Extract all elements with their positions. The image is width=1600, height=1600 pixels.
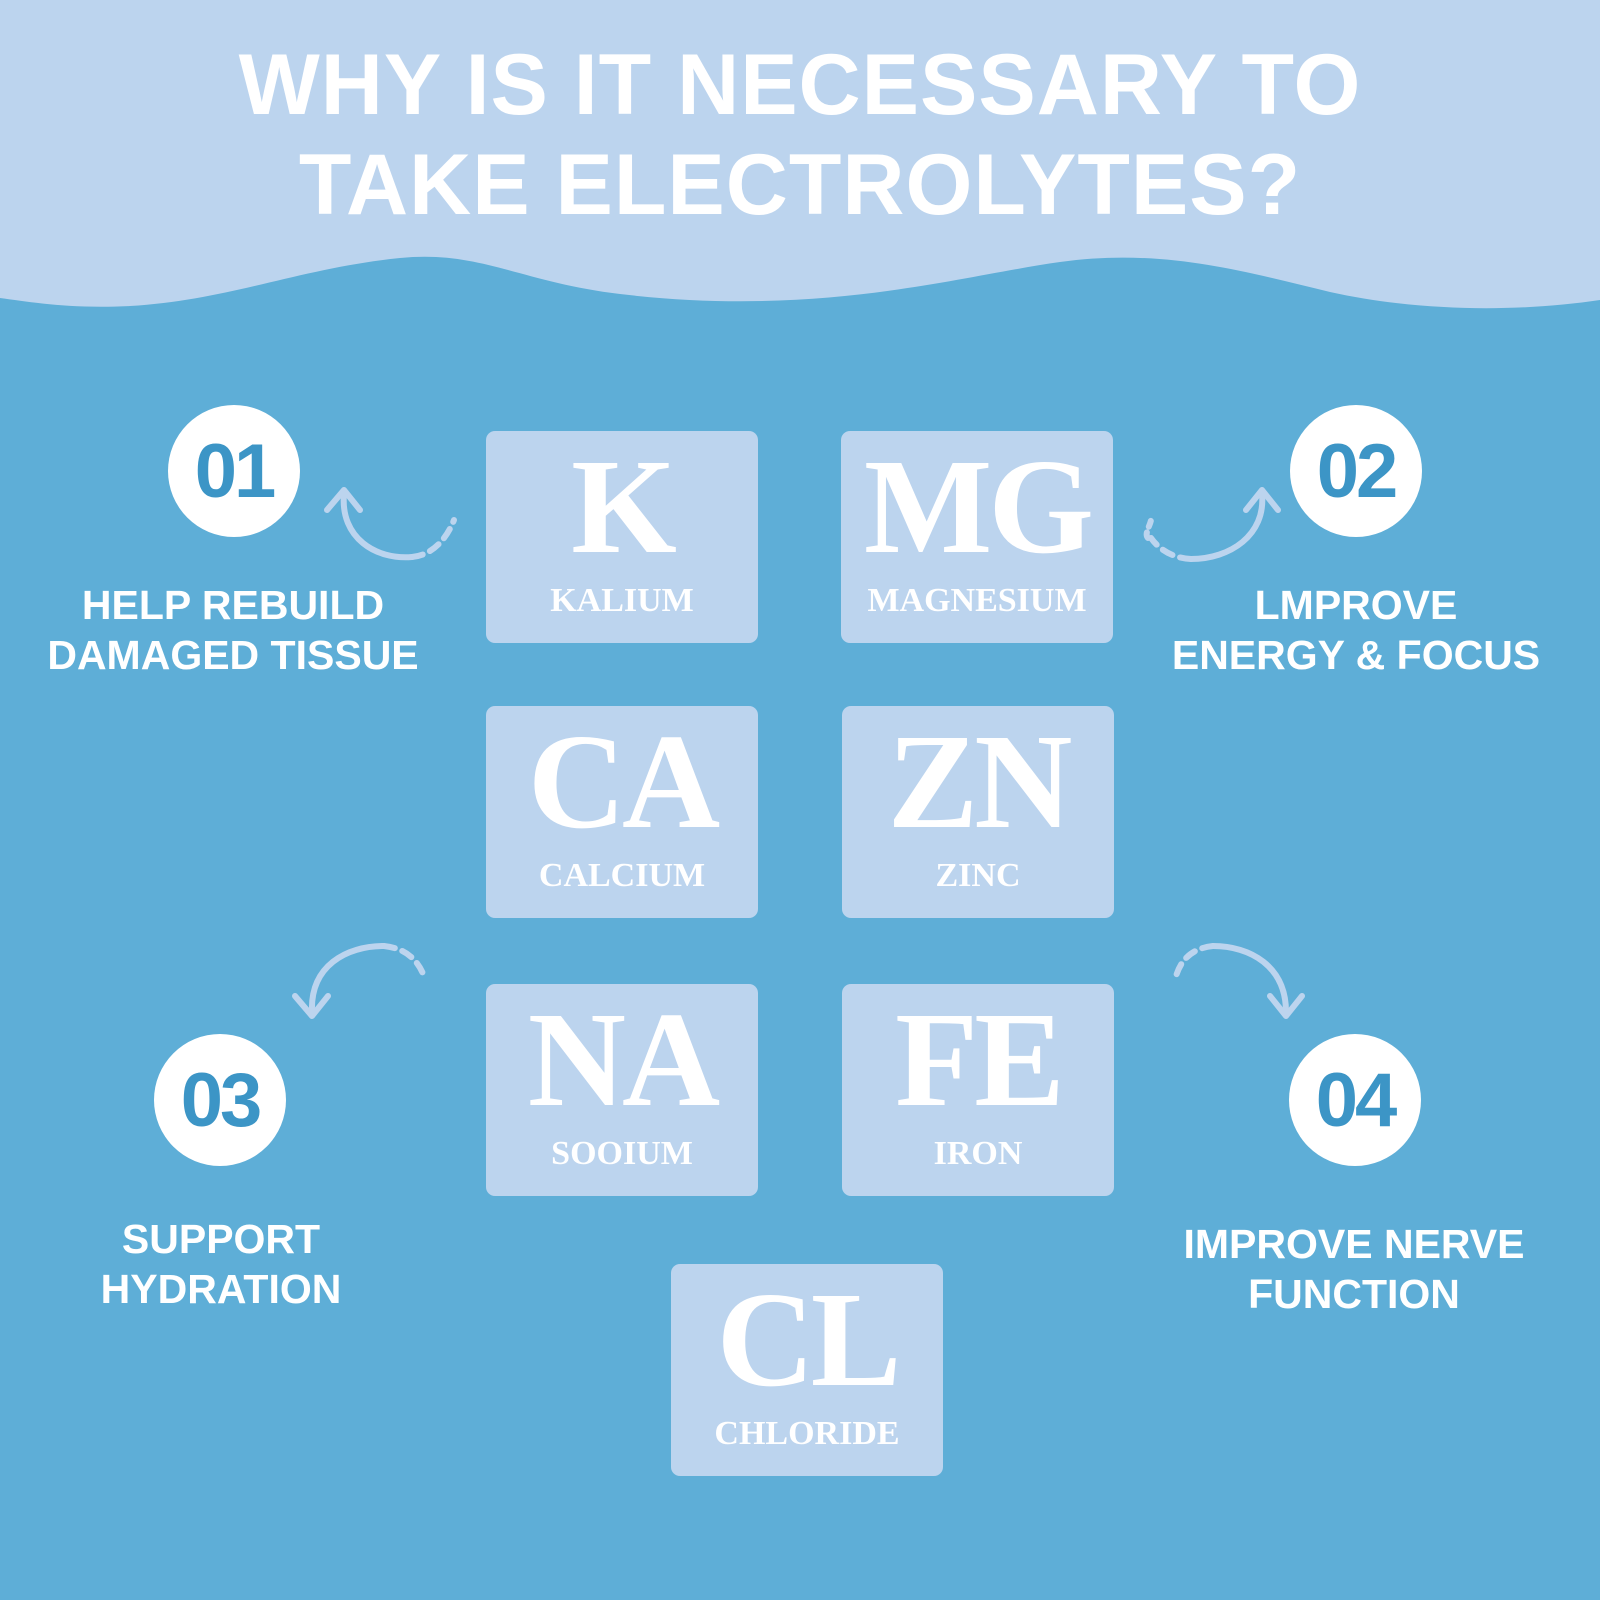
- number-badge-03: 03: [154, 1034, 286, 1166]
- benefit-text-03: SUPPORT HYDRATION: [11, 1214, 431, 1314]
- curved-dashed-arrow-icon: [324, 487, 457, 561]
- element-tile-sodium: NA SOOIUM: [486, 984, 758, 1196]
- element-name: SOOIUM: [551, 1135, 693, 1172]
- benefit-line-1: LMPROVE: [1254, 582, 1458, 628]
- benefit-text-04: IMPROVE NERVE FUNCTION: [1144, 1219, 1564, 1319]
- benefit-line-2: ENERGY & FOCUS: [1171, 632, 1541, 678]
- element-tile-iron: FE IRON: [842, 984, 1114, 1196]
- benefit-text-02: LMPROVE ENERGY & FOCUS: [1146, 580, 1566, 680]
- curved-dashed-arrow-icon: [1143, 487, 1281, 562]
- element-symbol: NA: [527, 985, 720, 1135]
- element-symbol: ZN: [887, 707, 1073, 857]
- page-title: WHY IS IT NECESSARY TO TAKE ELECTROLYTES…: [0, 35, 1600, 235]
- benefit-line-2: FUNCTION: [1248, 1271, 1460, 1317]
- element-name: KALIUM: [550, 582, 694, 619]
- element-symbol: MG: [863, 432, 1094, 582]
- number-badge-02: 02: [1290, 405, 1422, 537]
- element-name: ZINC: [935, 857, 1021, 894]
- element-symbol: FE: [895, 985, 1065, 1135]
- header-wave-background: [0, 0, 1600, 309]
- element-name: CHLORIDE: [714, 1415, 900, 1452]
- element-tile-zinc: ZN ZINC: [842, 706, 1114, 918]
- benefit-text-01: HELP REBUILD DAMAGED TISSUE: [23, 580, 443, 680]
- element-tile-kalium: K KALIUM: [486, 431, 758, 643]
- benefit-line-1: HELP REBUILD: [81, 582, 385, 628]
- element-symbol: K: [571, 432, 677, 582]
- number-badge-04: 04: [1289, 1034, 1421, 1166]
- curved-dashed-arrow-icon: [1172, 943, 1305, 1019]
- element-symbol: CL: [716, 1265, 902, 1415]
- benefit-line-1: SUPPORT: [121, 1216, 321, 1262]
- element-name: CALCIUM: [538, 857, 706, 894]
- element-name: MAGNESIUM: [867, 582, 1087, 619]
- benefit-line-2: DAMAGED TISSUE: [47, 632, 419, 678]
- element-tile-calcium: CA CALCIUM: [486, 706, 758, 918]
- element-name: IRON: [933, 1135, 1023, 1172]
- element-tile-chloride: CL CHLORIDE: [671, 1264, 943, 1476]
- benefit-line-2: HYDRATION: [100, 1266, 342, 1312]
- element-tile-magnesium: MG MAGNESIUM: [841, 431, 1113, 643]
- benefit-line-1: IMPROVE NERVE: [1183, 1221, 1525, 1267]
- number-badge-01: 01: [168, 405, 300, 537]
- title-line-1: WHY IS IT NECESSARY TO: [238, 37, 1362, 133]
- element-symbol: CA: [527, 707, 720, 857]
- curved-dashed-arrow-icon: [292, 943, 427, 1019]
- title-line-2: TAKE ELECTROLYTES?: [298, 137, 1302, 233]
